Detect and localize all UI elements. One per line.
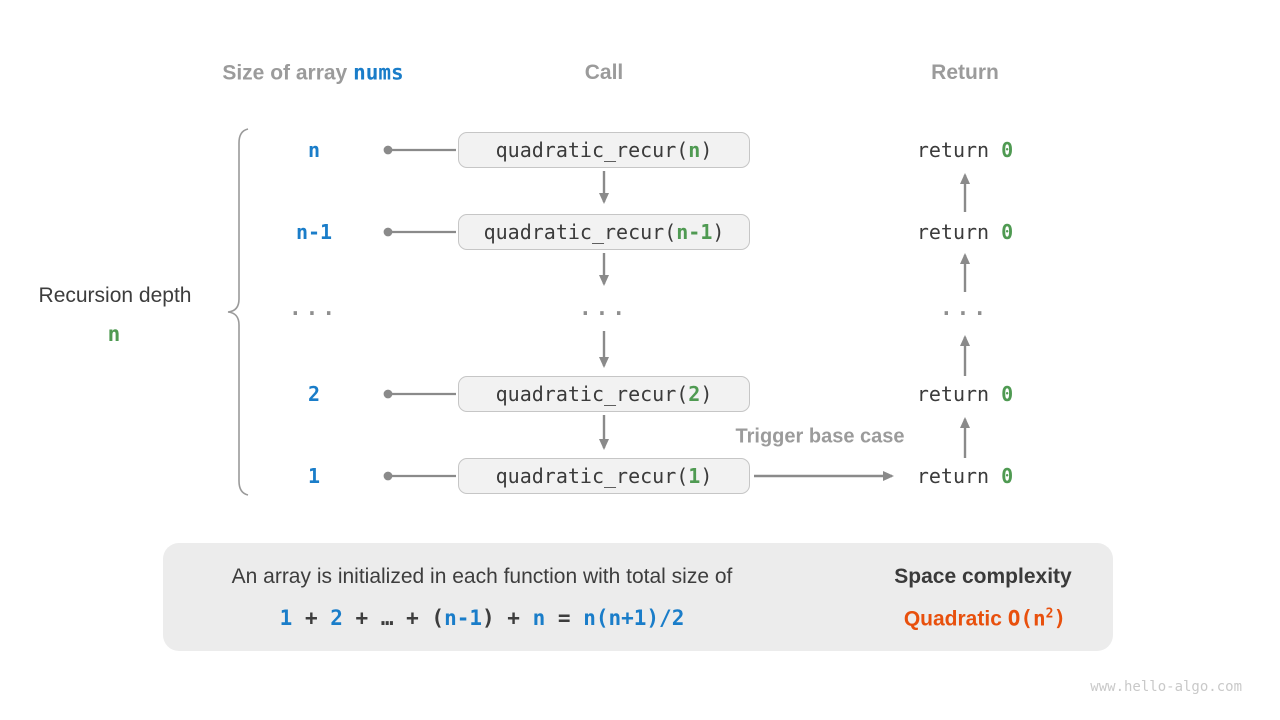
- fn-arg: 2: [688, 382, 701, 406]
- recursion-depth-label: Recursion depth: [38, 284, 192, 307]
- space-complexity-title: Space complexity: [894, 565, 1072, 588]
- fn-prefix: quadratic_recur(: [495, 138, 689, 162]
- fn-prefix: quadratic_recur(: [495, 464, 689, 488]
- size-label-n: n: [307, 138, 321, 162]
- fn-prefix: quadratic_recur(: [495, 382, 689, 406]
- fn-suffix: ): [700, 382, 713, 406]
- size-label-n-1: n-1: [295, 220, 333, 244]
- equation-token: (: [431, 606, 445, 630]
- fn-prefix: quadratic_recur(: [483, 220, 677, 244]
- return-statement: return 0: [917, 382, 1013, 406]
- column-header-call: Call: [584, 61, 624, 84]
- fn-suffix: ): [700, 138, 713, 162]
- equation-token: + … +: [342, 606, 432, 630]
- size-label-ellipsis: ...: [289, 296, 339, 320]
- call-box-1: quadratic_recur(1): [458, 458, 750, 494]
- trigger-base-case-label: Trigger base case: [735, 425, 905, 448]
- complexity-word: Quadratic: [903, 607, 1002, 631]
- return-value: 0: [1001, 220, 1014, 244]
- fn-suffix: ): [700, 464, 713, 488]
- call-ellipsis: ...: [579, 296, 629, 320]
- size-header-code: nums: [353, 60, 404, 85]
- big-o-notation: O(n2): [1007, 606, 1067, 631]
- equation-token: =: [545, 606, 584, 630]
- leader-lines: [383, 145, 456, 481]
- call-box-2: quadratic_recur(2): [458, 376, 750, 412]
- recursion-depth-value: n: [107, 322, 121, 346]
- equation-token: ) +: [482, 606, 533, 630]
- complexity-value: Quadratic O(n2): [904, 607, 1066, 632]
- fn-suffix: ): [712, 220, 725, 244]
- return-keyword: return: [916, 220, 1002, 244]
- return-statement: return 0: [917, 464, 1013, 488]
- summary-panel: [163, 543, 1113, 651]
- return-value: 0: [1001, 464, 1014, 488]
- return-keyword: return: [916, 382, 1002, 406]
- column-header-size: Size of array nums: [222, 61, 403, 86]
- size-header-text: Size of array: [222, 61, 354, 85]
- fn-arg: n-1: [676, 220, 713, 244]
- watermark: www.hello-algo.com: [1090, 679, 1242, 695]
- size-label-2: 2: [307, 382, 321, 406]
- fn-arg: 1: [688, 464, 701, 488]
- return-keyword: return: [916, 464, 1002, 488]
- return-statement: return 0: [917, 220, 1013, 244]
- equation-token: n(n+1)/2: [583, 606, 685, 630]
- return-ellipsis: ...: [940, 296, 990, 320]
- equation-token: n: [532, 606, 546, 630]
- brace-shape: [227, 128, 249, 496]
- return-statement: return 0: [917, 138, 1013, 162]
- equation-token: n-1: [444, 606, 483, 630]
- call-box-n-1: quadratic_recur(n-1): [458, 214, 750, 250]
- equation-token: 2: [330, 606, 343, 630]
- equation-token: +: [292, 606, 331, 630]
- size-label-1: 1: [307, 464, 321, 488]
- equation-token: 1: [279, 606, 293, 630]
- return-keyword: return: [916, 138, 1002, 162]
- equation: 1 + 2 + … + (n-1) + n = n(n+1)/2: [280, 606, 685, 630]
- fn-arg: n: [688, 138, 701, 162]
- call-box-n: quadratic_recur(n): [458, 132, 750, 168]
- return-value: 0: [1001, 138, 1014, 162]
- return-value: 0: [1001, 382, 1014, 406]
- panel-sentence: An array is initialized in each function…: [231, 565, 733, 588]
- column-header-return: Return: [931, 61, 999, 84]
